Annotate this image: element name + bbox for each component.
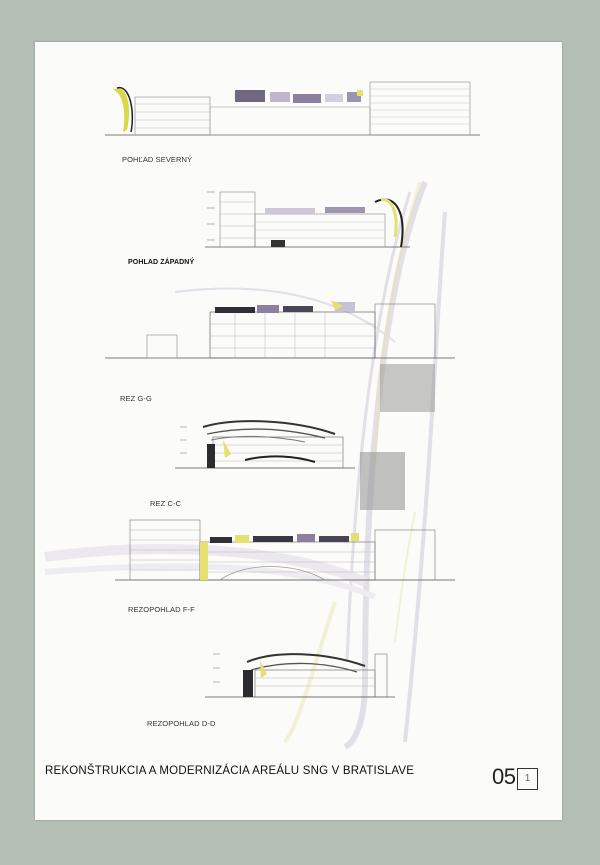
section-g-g	[105, 300, 455, 359]
drawing-sheet: POHĽAD SEVERNÝ POHLAD ZÁPADNÝ REZ G-G RE…	[35, 42, 562, 820]
sheet-subnumber: 1	[517, 768, 538, 790]
sheet-number: 05	[492, 764, 516, 789]
section-d-d	[205, 653, 395, 698]
elevation-west	[205, 191, 410, 248]
drawing-label-west: POHLAD ZÁPADNÝ	[128, 259, 195, 266]
architectural-drawings	[44, 81, 480, 750]
section-c-c	[175, 420, 355, 469]
drawing-label-g-g: REZ G-G	[120, 394, 152, 403]
drawing-label-f-f: REZOPOHLAD F-F	[128, 605, 195, 614]
section-f-f	[115, 519, 455, 581]
drawing-label-north: POHĽAD SEVERNÝ	[122, 155, 193, 164]
drawing-label-c-c: REZ C-C	[150, 499, 182, 508]
sheet-title: REKONŠTRUKCIA A MODERNIZÁCIA AREÁLU SNG …	[45, 765, 415, 777]
drawing-label-d-d: REZOPOHLAD D-D	[147, 719, 216, 728]
elevation-north	[105, 81, 480, 136]
